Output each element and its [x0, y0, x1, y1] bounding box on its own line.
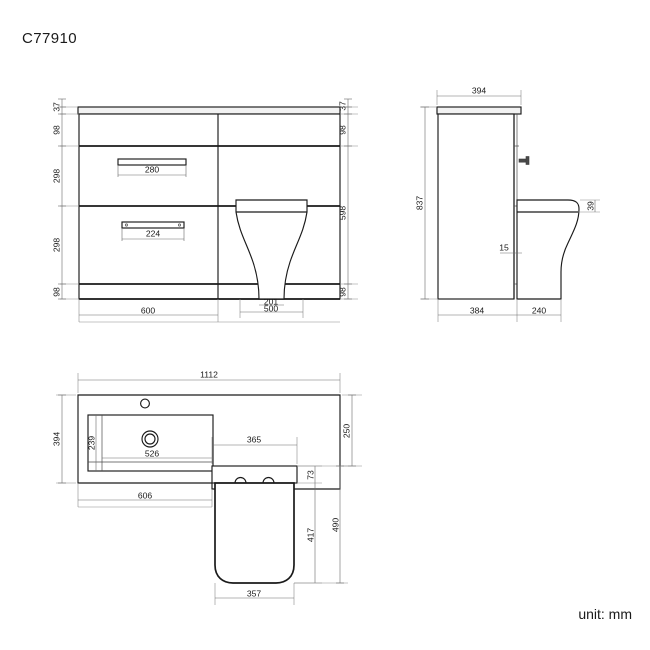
dim-side-toilet-240: 240 — [532, 305, 547, 315]
plan-view: 1112 394 239 526 606 250 365 — [51, 369, 362, 605]
dim-plan-cistern-365: 365 — [247, 434, 262, 444]
dim-plan-basin-606: 606 — [138, 490, 153, 500]
front-elevation-view: 37 98 298 298 98 37 98 598 98 280 224 — [51, 98, 358, 323]
dim-front-left-298a: 298 — [51, 169, 61, 184]
dim-plan-right-250: 250 — [341, 424, 351, 439]
dim-cabinet-width-600: 600 — [141, 305, 156, 315]
dim-front-right-98b: 98 — [337, 287, 347, 297]
dim-upper-handle-280: 280 — [145, 164, 160, 174]
dim-plan-basin-526: 526 — [145, 448, 160, 458]
dim-side-seat-39: 39 — [585, 201, 595, 211]
dim-side-height-837: 837 — [414, 196, 424, 211]
dim-front-left-298b: 298 — [51, 238, 61, 253]
dim-plan-depth-394: 394 — [51, 432, 61, 447]
dim-side-top-394: 394 — [472, 85, 487, 95]
dim-toilet-width-500: 500 — [264, 303, 279, 313]
dim-front-left-98a: 98 — [51, 125, 61, 135]
dim-plan-pan-depth-417: 417 — [305, 528, 315, 543]
unit-label: unit: mm — [578, 606, 632, 622]
dim-front-left-37: 37 — [51, 102, 61, 112]
dim-side-cabinet-384: 384 — [470, 305, 485, 315]
dim-front-left-98b: 98 — [51, 287, 61, 297]
dim-front-right-98a: 98 — [337, 125, 347, 135]
side-elevation-view: 394 837 39 15 384 240 — [414, 85, 600, 322]
dim-plan-width-1112: 1112 — [200, 369, 218, 379]
dim-lower-handle-224: 224 — [146, 228, 161, 238]
dim-plan-toilet-depth-490: 490 — [330, 518, 340, 533]
dim-front-right-598: 598 — [337, 206, 347, 221]
dim-toilet-base-201: 201 — [264, 296, 279, 306]
dim-plan-cistern-depth-73: 73 — [305, 470, 315, 480]
dim-plan-basin-depth-239: 239 — [86, 436, 96, 451]
dim-plan-pan-width-357: 357 — [247, 588, 262, 598]
dim-side-inner-15: 15 — [499, 242, 509, 252]
page-title: C77910 — [22, 30, 77, 47]
dim-front-right-37: 37 — [337, 101, 347, 111]
